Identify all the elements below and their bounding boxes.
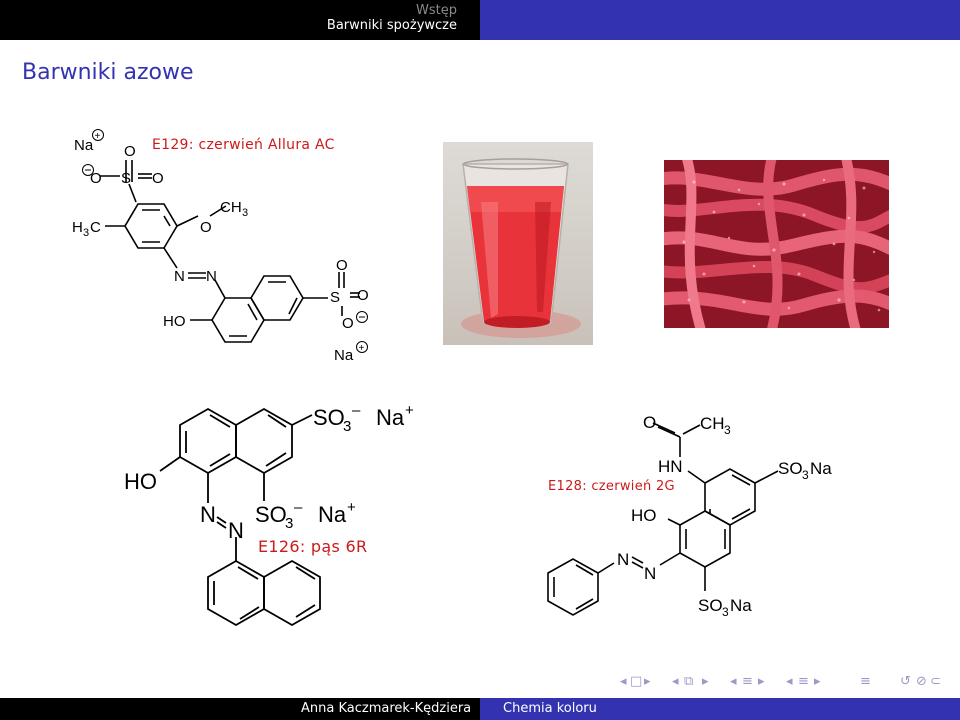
e128-so3na-bottom-sub: 3 <box>722 605 729 619</box>
header-right-panel <box>480 0 960 40</box>
e129-n2: N <box>206 268 217 285</box>
e128-so3na-bottom: SO <box>698 596 723 615</box>
nav-document-next-icon[interactable]: ▸ <box>814 674 821 689</box>
e129-na-bottom: Na <box>334 347 354 364</box>
e126-na-mid: Na <box>318 502 347 527</box>
nav-document-prev-icon[interactable]: ◂ <box>786 674 793 689</box>
nav-search-icon[interactable]: ⊘ <box>916 674 927 689</box>
nav-toc-icon[interactable]: ≡ <box>860 674 871 689</box>
e129-o-neg: O <box>90 170 102 187</box>
e128-so3na-top: SO <box>778 459 803 478</box>
nav-document-icon[interactable]: ≡ <box>798 674 809 689</box>
nav-section-next-icon[interactable]: ▸ <box>758 674 765 689</box>
e129-h3c-h: H <box>72 219 83 236</box>
e129-s2: S <box>330 289 340 306</box>
e129-o-methoxy: O <box>200 219 212 236</box>
footer-right-panel <box>480 698 960 720</box>
nav-section-barwniki[interactable]: Barwniki spożywcze <box>326 18 457 33</box>
footer-author: Anna Kaczmarek-Kędziera <box>301 701 472 716</box>
svg-text:+: + <box>95 131 101 142</box>
e129-ch3: CH <box>220 199 242 216</box>
e126-plus-top: + <box>405 402 414 419</box>
e129-na-top: Na <box>74 137 94 154</box>
e128-n1: N <box>617 550 629 569</box>
e128-n2: N <box>644 564 656 583</box>
e128-so3na-top-sub: 3 <box>802 468 809 482</box>
e126-so3-mid: SO <box>255 502 287 527</box>
e126-ho: HO <box>124 469 157 494</box>
e129-ho: HO <box>163 313 186 330</box>
e126-n2: N <box>228 518 244 543</box>
nav-section-prev-icon[interactable]: ◂ <box>730 674 737 689</box>
nav-subsection-next-icon[interactable]: ▸ <box>702 674 709 689</box>
e129-o-top: O <box>124 143 136 160</box>
e128-so3na-top-na: Na <box>810 459 832 478</box>
e129-s2-o-neg: O <box>342 315 354 332</box>
e129-o-right: O <box>152 170 164 187</box>
svg-text:+: + <box>359 343 365 354</box>
e128-ho: HO <box>631 506 657 525</box>
header-bar: Wstęp Barwniki spożywcze <box>0 0 960 40</box>
nav-section-wstep[interactable]: Wstęp <box>416 3 457 18</box>
e129-structure: Na + O O S O H 3 C O CH 3 N N HO O S O O… <box>72 129 369 364</box>
e128-ch3-sub: 3 <box>724 423 731 437</box>
e126-plus-mid: + <box>347 499 356 516</box>
nav-subsection-prev-icon[interactable]: ◂ <box>672 674 679 689</box>
e128-structure: O CH 3 HN SO 3 Na HO N N SO 3 Na <box>547 413 832 619</box>
footer-left-panel <box>0 698 480 720</box>
footer-bar: Anna Kaczmarek-Kędziera Chemia koloru <box>0 698 960 720</box>
nav-frame-next-icon[interactable]: ▸ <box>644 674 651 689</box>
e129-n1: N <box>174 268 185 285</box>
e129-s2-o-top: O <box>336 257 348 274</box>
e128-o: O <box>643 413 656 432</box>
e128-so3na-bottom-na: Na <box>730 596 752 615</box>
e126-structure: SO 3 – Na + HO N N SO 3 – Na + <box>124 402 414 627</box>
nav-frame-icon[interactable]: □ <box>630 674 643 689</box>
e129-h3c-sub: 3 <box>83 227 89 239</box>
e126-label: E126: pąs 6R <box>258 537 368 556</box>
e128-ch3: CH <box>700 414 725 433</box>
header-left-panel <box>0 0 480 40</box>
slide-title: Barwniki azowe <box>22 60 194 85</box>
e126-minus-top: – <box>352 402 361 419</box>
e129-ch3-sub: 3 <box>242 207 248 219</box>
e129-s1: S <box>121 170 131 187</box>
e126-minus-mid: – <box>294 499 303 516</box>
e129-label: E129: czerwień Allura AC <box>152 137 335 153</box>
e129-h3c-c: C <box>90 219 101 236</box>
e126-so3-mid-sub: 3 <box>285 515 293 532</box>
red-candy-photo <box>664 160 889 328</box>
nav-subsection-icon[interactable]: ⧉ <box>684 674 694 689</box>
e128-label: E128: czerwień 2G <box>548 479 675 494</box>
e129-s2-o-right: O <box>357 287 369 304</box>
nav-zoom-icon[interactable]: ⊂ <box>930 674 941 689</box>
e126-na-top: Na <box>376 405 405 430</box>
nav-back-icon[interactable]: ↺ <box>900 674 911 689</box>
e126-so3-top: SO <box>313 405 345 430</box>
nav-section-icon[interactable]: ≡ <box>742 674 753 689</box>
red-drink-glass-photo <box>443 142 593 345</box>
nav-frame-prev-icon[interactable]: ◂ <box>620 674 627 689</box>
footer-title: Chemia koloru <box>503 701 597 716</box>
e128-hn: HN <box>658 457 683 476</box>
e126-n1: N <box>200 502 216 527</box>
e126-so3-top-sub: 3 <box>343 418 351 435</box>
